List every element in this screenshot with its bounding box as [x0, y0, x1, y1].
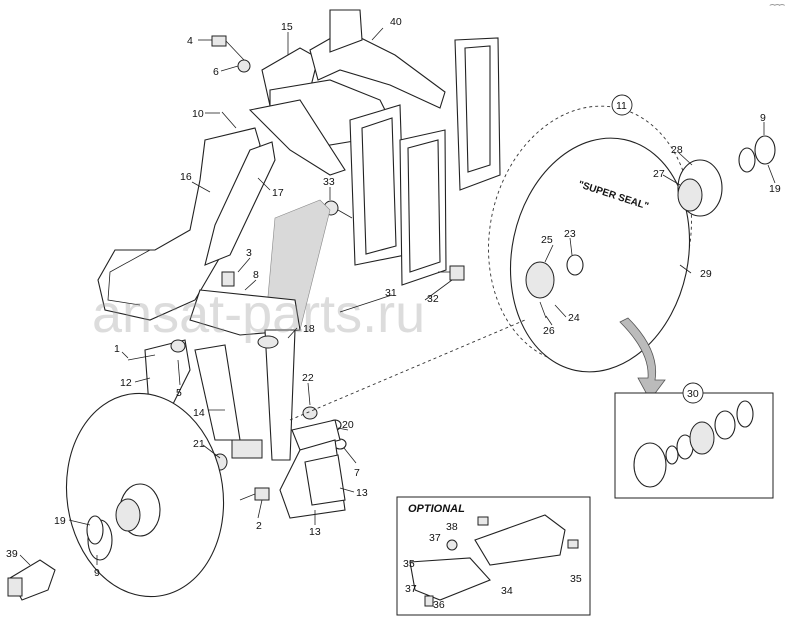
frame-bracket — [248, 9, 501, 286]
callout-11: 11 — [616, 100, 627, 112]
optional-box: OPTIONAL — [396, 496, 591, 616]
callout-25: 25 — [541, 234, 553, 246]
corner-mark: ⁀⁀⁀ — [769, 4, 786, 12]
callout-37-bottom: 37 — [405, 583, 417, 595]
callout-8: 8 — [253, 269, 259, 281]
callout-26: 26 — [543, 325, 555, 337]
optional-title: OPTIONAL — [408, 503, 465, 515]
detail-box-30 — [614, 392, 774, 499]
callout-3: 3 — [246, 247, 252, 259]
callout-33: 33 — [323, 176, 335, 188]
leader-line — [289, 319, 526, 421]
callout-27: 27 — [653, 168, 665, 180]
callout-28: 28 — [671, 144, 683, 156]
callout-39: 39 — [6, 548, 18, 560]
callout-4: 4 — [187, 35, 193, 47]
callout-20: 20 — [342, 419, 354, 431]
callout-12: 12 — [120, 377, 132, 389]
callout-36: 36 — [433, 599, 445, 611]
callout-32: 32 — [427, 293, 439, 305]
callout-9-right: 9 — [760, 112, 766, 124]
left-disc — [7, 392, 225, 601]
callout-19-left: 19 — [54, 515, 66, 527]
callout-labels: 4 6 10 15 40 16 17 33 3 8 18 31 32 1 12 … — [6, 16, 781, 611]
callout-5: 5 — [176, 387, 182, 399]
bolts-upper — [211, 35, 465, 281]
callout-23: 23 — [564, 228, 576, 240]
callout-29: 29 — [700, 268, 712, 280]
callout-1: 1 — [114, 343, 120, 355]
callout-circle-11 — [611, 94, 633, 116]
right-disc: "SUPER SEAL" — [488, 105, 776, 373]
callout-21: 21 — [193, 438, 205, 450]
callout-19-right: 19 — [769, 183, 781, 195]
callout-16: 16 — [180, 171, 192, 183]
scraper-arm — [97, 127, 276, 321]
callout-2: 2 — [256, 520, 262, 532]
callout-24: 24 — [568, 312, 580, 324]
watermark: ansat-parts.ru — [92, 284, 425, 344]
leader-lines — [19, 27, 776, 566]
callout-22: 22 — [302, 372, 314, 384]
callout-35-left: 35 — [403, 558, 415, 570]
callout-13-bottom: 13 — [309, 526, 321, 538]
callout-10: 10 — [192, 108, 204, 120]
callout-18: 18 — [303, 323, 315, 335]
callout-13-right: 13 — [356, 487, 368, 499]
scraper-plates — [279, 419, 346, 519]
callout-31: 31 — [385, 287, 397, 299]
detail-arrow — [619, 317, 666, 401]
callout-circle-30 — [682, 382, 704, 404]
callout-38: 38 — [446, 521, 458, 533]
callout-6: 6 — [213, 66, 219, 78]
callout-15: 15 — [281, 21, 293, 33]
callout-35-right: 35 — [570, 573, 582, 585]
callout-34: 34 — [501, 585, 513, 597]
callout-7: 7 — [354, 467, 360, 479]
callout-30: 30 — [687, 388, 699, 400]
callout-37-top: 37 — [429, 532, 441, 544]
callout-14: 14 — [193, 407, 205, 419]
callout-40: 40 — [390, 16, 402, 28]
callout-9-left: 9 — [94, 567, 100, 579]
callout-17: 17 — [272, 187, 284, 199]
